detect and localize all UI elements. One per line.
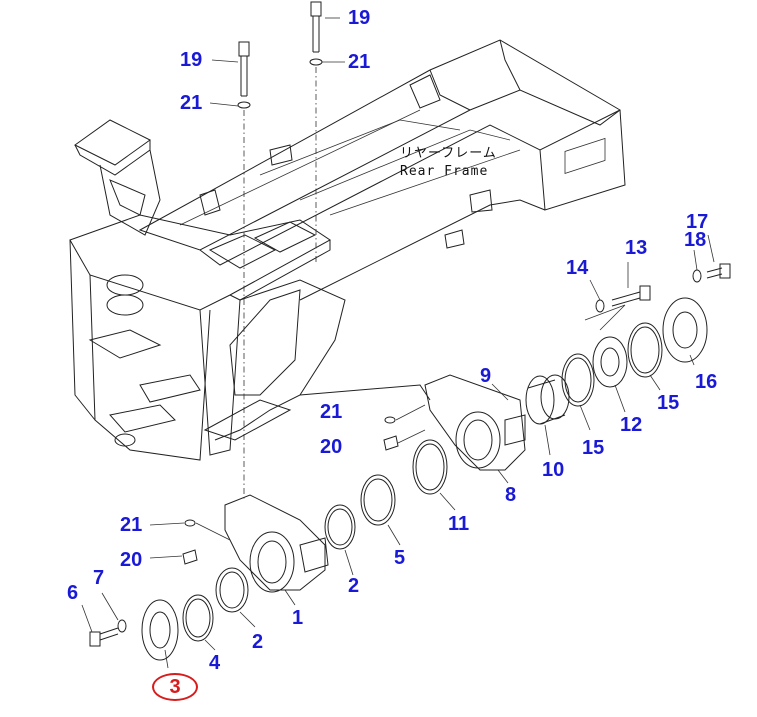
callout-18[interactable]: 18 (684, 229, 707, 251)
callout-4[interactable]: 4 (209, 652, 221, 674)
callout-7[interactable]: 7 (93, 567, 105, 589)
upper-cap-assembly-drawing (383, 263, 731, 495)
callout-8[interactable]: 8 (505, 484, 517, 506)
rear-frame-label-japanese: リヤーフレーム (400, 146, 497, 161)
callout-21-top[interactable]: 21 (348, 51, 371, 73)
callout-19-left[interactable]: 19 (180, 49, 203, 71)
callout-12[interactable]: 12 (620, 414, 643, 436)
leader-lines (81, 17, 715, 651)
callout-5[interactable]: 5 (394, 547, 406, 569)
callout-13[interactable]: 13 (625, 237, 648, 259)
callout-21-middle[interactable]: 21 (320, 401, 343, 423)
highlighted-part-number[interactable]: 3 (169, 676, 181, 698)
callout-16[interactable]: 16 (695, 371, 718, 393)
callout-10[interactable]: 10 (542, 459, 565, 481)
callout-19-top[interactable]: 19 (348, 7, 371, 29)
callout-1[interactable]: 1 (292, 607, 304, 629)
callout-11[interactable]: 11 (448, 513, 470, 535)
callout-21-lower[interactable]: 21 (120, 514, 143, 536)
callout-21-left[interactable]: 21 (180, 92, 203, 114)
callout-20-lower[interactable]: 20 (120, 549, 143, 571)
rear-frame-drawing (69, 39, 626, 461)
callout-2-lower[interactable]: 2 (252, 631, 264, 653)
callout-17[interactable]: 17 (686, 211, 709, 233)
rear-frame-label-english: Rear Frame (400, 164, 489, 179)
callout-15-left[interactable]: 15 (582, 437, 605, 459)
callout-6[interactable]: 6 (67, 582, 79, 604)
highlighted-part-ring[interactable] (152, 673, 198, 701)
lower-support-assembly-drawing (89, 474, 396, 669)
callout-9[interactable]: 9 (480, 365, 492, 387)
callout-14[interactable]: 14 (566, 257, 589, 279)
callout-20-middle[interactable]: 20 (320, 436, 343, 458)
callout-15-right[interactable]: 15 (657, 392, 680, 414)
callout-2-upper[interactable]: 2 (348, 575, 360, 597)
